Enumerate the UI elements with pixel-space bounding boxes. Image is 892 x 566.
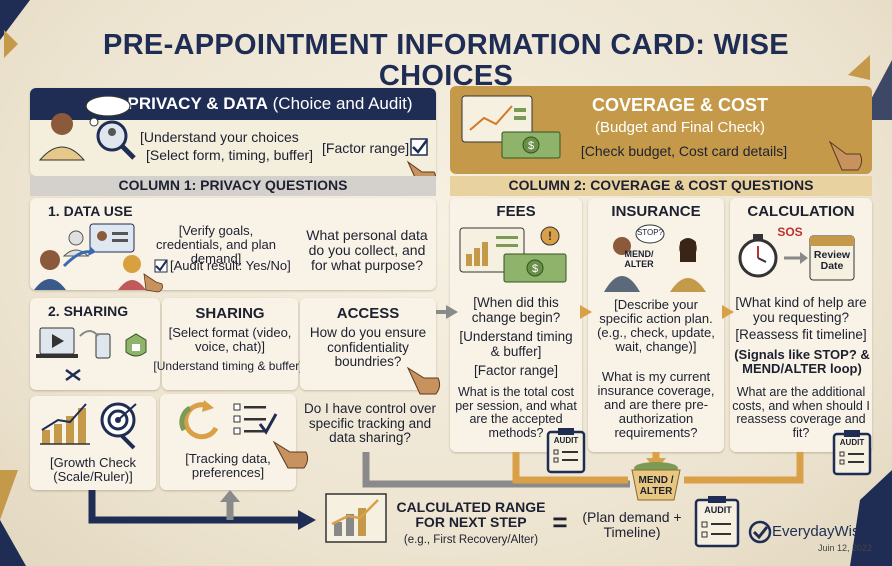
calculated-range-title: CALCULATED RANGE FOR NEXT STEP xyxy=(396,499,546,531)
coverage-check-text: [Check budget, Cost card details] xyxy=(580,143,788,159)
calculation-review-date: Review Date xyxy=(813,249,851,273)
growth-check-label: [Growth Check (Scale/Ruler)] xyxy=(50,455,136,485)
sharing-format-title: SHARING xyxy=(195,305,265,322)
audit-clipboard-icon xyxy=(832,430,872,476)
calculation-signals: (Signals like STOP? & MEND/ALTER loop) xyxy=(734,347,870,377)
growth-chart-icon xyxy=(325,493,387,543)
pointing-hand-icon xyxy=(406,366,441,395)
coverage-chart-money-icon: $ xyxy=(461,95,561,159)
growth-card xyxy=(30,396,156,490)
tracking-card xyxy=(160,394,296,490)
calculation-reassess: [Reassess fit timeline] xyxy=(735,327,867,342)
insurance-question: What is my current insurance coverage, a… xyxy=(597,369,715,441)
calculated-range-example: (e.g., First Recovery/Alter) xyxy=(403,534,539,546)
fees-title: FEES xyxy=(496,203,536,220)
fees-understand: [Understand timing & buffer] xyxy=(459,329,573,359)
audit-clipboard-icon xyxy=(546,428,586,474)
coverage-header-sub: (Budget and Final Check) xyxy=(594,119,766,136)
calculation-sos: SOS xyxy=(777,225,803,239)
privacy-factor-text: [Factor range] xyxy=(322,140,410,156)
column2-title: COLUMN 2: COVERAGE & COST QUESTIONS xyxy=(508,177,814,193)
brand-date: Juin 12, 2022 xyxy=(817,543,872,553)
audit-label: AUDIT xyxy=(553,436,579,445)
refresh-checklist-icon xyxy=(179,400,278,440)
checkbox-icon xyxy=(410,138,428,156)
column1-title: COLUMN 1: PRIVACY QUESTIONS xyxy=(118,177,348,193)
sharing-select-format: [Select format (video, voice, chat)] xyxy=(168,325,292,355)
privacy-understand-text: [Understand your choices xyxy=(140,129,299,145)
sharing-format-card xyxy=(162,298,298,390)
access-title: ACCESS xyxy=(336,305,400,322)
calculation-title: CALCULATION xyxy=(747,203,855,220)
data-use-verify: [Verify goals, credentials, and plan dem… xyxy=(156,223,276,267)
audit-label: AUDIT xyxy=(704,505,732,515)
insurance-mend-label: MEND/ ALTER xyxy=(624,249,654,269)
insurance-describe: [Describe your specific action plan. (e.… xyxy=(597,297,715,355)
sharing-title: 2. SHARING xyxy=(48,303,129,319)
basket-icon xyxy=(631,462,681,501)
conversation-people-icon xyxy=(604,224,706,292)
svg-text:!: ! xyxy=(548,229,552,243)
privacy-select-text: [Select form, timing, buffer] xyxy=(146,147,314,163)
brand-name: EverydayWise xyxy=(772,523,868,540)
data-use-title: 1. DATA USE xyxy=(48,203,133,219)
person-magnifier-icon xyxy=(38,95,136,161)
pointing-hand-icon xyxy=(272,440,309,469)
media-devices-icon xyxy=(36,327,147,382)
access-control-question: Do I have control over specific tracking… xyxy=(303,401,437,446)
fees-factor: [Factor range] xyxy=(473,363,559,378)
coverage-header-title: COVERAGE & COST xyxy=(591,95,769,115)
calculation-kind: [What kind of help are you requesting? xyxy=(735,295,867,325)
insurance-title: INSURANCE xyxy=(611,203,701,220)
stopwatch-calendar-icon xyxy=(738,234,855,281)
result-text: (Plan demand + Timeline) xyxy=(582,509,682,541)
column1-title-bar xyxy=(30,176,436,196)
privacy-header-bold: PRIVACY & DATA xyxy=(127,94,268,113)
data-use-audit-result: [Audit result: Yes/No] xyxy=(170,258,291,273)
insurance-stop-bubble: STOP? xyxy=(636,228,664,237)
data-use-question: What personal data do you collect, and f… xyxy=(306,227,428,274)
privacy-header-title: PRIVACY & DATA (Choice and Audit) xyxy=(120,94,420,113)
checkmark-logo-icon xyxy=(748,520,772,544)
pointing-hand-icon xyxy=(828,140,863,171)
growth-chart-target-icon xyxy=(40,402,137,450)
page-title: PRE-APPOINTMENT INFORMATION CARD: WISE C… xyxy=(103,29,789,93)
calculation-question: What are the additional costs, and when … xyxy=(732,385,870,440)
equals-sign: = xyxy=(552,507,568,537)
fees-question: What is the total cost per session, and … xyxy=(455,385,577,440)
column2-title-bar xyxy=(450,176,872,196)
audit-clipboard-icon xyxy=(694,496,740,548)
people-id-card-icon xyxy=(34,223,163,293)
privacy-header-rest: (Choice and Audit) xyxy=(272,94,413,113)
access-question: How do you ensure confidentiality boundr… xyxy=(309,325,427,370)
svg-text:$: $ xyxy=(532,263,538,275)
checkbox-icon xyxy=(154,259,168,273)
svg-text:$: $ xyxy=(528,140,534,152)
fees-when: [When did this change begin? xyxy=(471,295,561,325)
mend-alter-label: MEND / ALTER xyxy=(638,475,674,497)
audit-label: AUDIT xyxy=(839,438,865,447)
chart-money-icon: ! $ xyxy=(459,226,567,283)
sharing-timing-text: [Understand timing & buffer] xyxy=(153,359,303,373)
tracking-label: [Tracking data, preferences] xyxy=(185,451,271,481)
